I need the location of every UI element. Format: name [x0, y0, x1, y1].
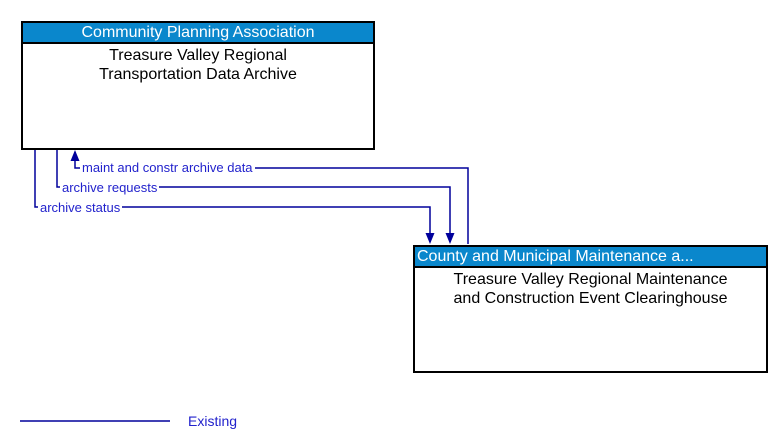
- entity-header-county-municipal-maintenance: County and Municipal Maintenance a...: [415, 247, 766, 268]
- entity-body: Treasure Valley Regional Transportation …: [23, 44, 373, 84]
- arrowhead-down-icon: [425, 233, 435, 244]
- entity-body-line: and Construction Event Clearinghouse: [453, 290, 728, 307]
- entity-box-transportation-data-archive[interactable]: Community Planning Association Treasure …: [21, 21, 375, 150]
- entity-box-maintenance-event-clearinghouse[interactable]: County and Municipal Maintenance a... Tr…: [413, 245, 768, 373]
- flow-label-archive-requests: archive requests: [60, 180, 160, 195]
- entity-body-line: Treasure Valley Regional Maintenance: [453, 271, 728, 288]
- arrowhead-up-icon: [70, 150, 80, 161]
- flow-label-archive-status: archive status: [38, 200, 123, 215]
- arrowhead-down-icon: [445, 233, 455, 244]
- entity-header-community-planning-association: Community Planning Association: [23, 23, 373, 44]
- entity-body: Treasure Valley Regional Maintenance and…: [415, 268, 766, 308]
- flow-label-maint-constr-archive-data: maint and constr archive data: [80, 160, 255, 175]
- legend-label-existing: Existing: [188, 413, 238, 429]
- entity-body-line: Treasure Valley Regional: [109, 47, 287, 64]
- entity-body-line: Transportation Data Archive: [99, 66, 297, 83]
